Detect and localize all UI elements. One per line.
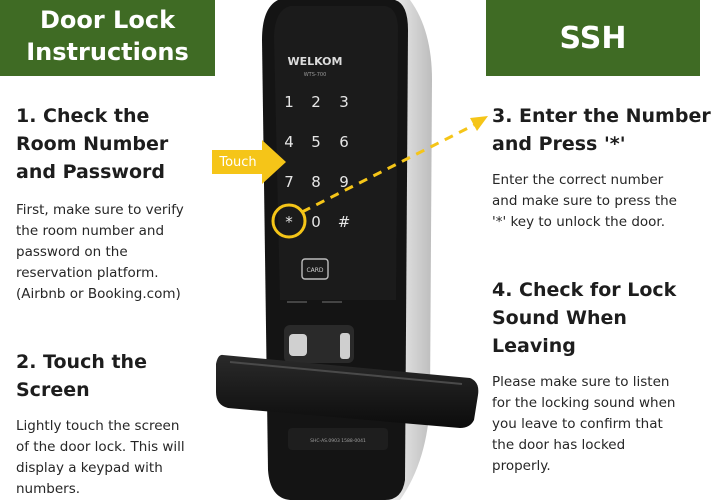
handle-text: SHC-AS.0903 1588-0041 [310,438,366,444]
handle-highlight [229,361,463,385]
step-body-line: Please make sure to listen [492,374,670,390]
step-title-line: and Password [16,161,165,183]
keypad-key-star[interactable]: * [285,213,293,231]
step-body-line: password on the [16,244,128,260]
step-body-line: (Airbnb or Booking.com) [16,286,181,302]
step-title-line: and Press '*' [492,133,626,155]
keypad-key[interactable]: 0 [311,213,321,231]
pointer-dashed-line [301,122,477,214]
title-line: Instructions [26,38,189,66]
step-title-line: 4. Check for Lock [492,279,677,301]
step-body-line: Lightly touch the screen [16,418,180,434]
step-body-line: the room number and [16,223,165,239]
brand-label: SSH [559,20,627,56]
keypad-key[interactable]: 7 [284,173,294,191]
step-title-line: Sound When [492,307,627,329]
step-title-line: 2. Touch the [16,351,147,373]
lock-glass-panel [274,6,398,300]
card-reader[interactable] [301,258,329,280]
lock-latch [340,333,350,359]
step-body-line: Enter the correct number [492,172,664,188]
door-handle[interactable] [216,354,479,428]
title-line: Door Lock [39,6,176,34]
step-body-line: numbers. [16,481,81,497]
step-2-body: Lightly touch the screen of the door loc… [16,416,216,500]
card-label: CARD [306,267,323,274]
keypad-key[interactable]: 9 [339,173,349,191]
step-title-line: 1. Check the [16,105,150,127]
step-title-line: Room Number [16,133,169,155]
step-body-line: you leave to confirm that [492,416,663,432]
step-1-body: First, make sure to verify the room numb… [16,200,216,305]
step-3-title: 3. Enter the Number and Press '*' [492,102,711,158]
step-4-title: 4. Check for Lock Sound When Leaving [492,276,697,360]
touch-label: Touch [218,155,256,170]
step-body-line: display a keypad with [16,460,163,476]
step-1-title: 1. Check the Room Number and Password [16,102,216,186]
brand-banner: SSH [486,0,700,76]
keypad-key[interactable]: 6 [339,133,349,151]
step-3-body: Enter the correct number and make sure t… [492,170,697,233]
step-4-body: Please make sure to listen for the locki… [492,372,697,477]
step-body-line: First, make sure to verify [16,202,184,218]
touch-arrow-icon [212,140,286,184]
step-body-line: of the door lock. This will [16,439,185,455]
step-body-line: for the locking sound when [492,395,676,411]
lock-model: WTS-700 [304,72,327,78]
step-title-line: 3. Enter the Number [492,105,711,127]
keypad-key[interactable]: 4 [284,133,294,151]
step-title-line: Screen [16,379,90,401]
step-body-line: properly. [492,458,551,474]
keypad-key[interactable]: 3 [339,93,349,111]
keypad-key[interactable]: 5 [311,133,321,151]
keypad-key[interactable]: 8 [311,173,321,191]
handle-base [288,428,388,450]
keypad-key[interactable]: 1 [284,93,294,111]
title-banner: Door Lock Instructions [0,0,215,76]
step-title-line: Leaving [492,335,576,357]
step-body-line: and make sure to press the [492,193,677,209]
star-key-highlight [271,203,307,239]
keypad-key[interactable]: 2 [311,93,321,111]
lock-brand: WELKOM [288,55,343,68]
step-body-line: reservation platform. [16,265,159,281]
step-body-line: '*' key to unlock the door. [492,214,666,230]
step-body-line: the door has locked [492,437,626,453]
pointer-arrowhead-icon [470,116,488,131]
step-2-title: 2. Touch the Screen [16,348,216,404]
lock-latch [289,334,307,356]
keypad-key[interactable]: # [338,213,351,231]
